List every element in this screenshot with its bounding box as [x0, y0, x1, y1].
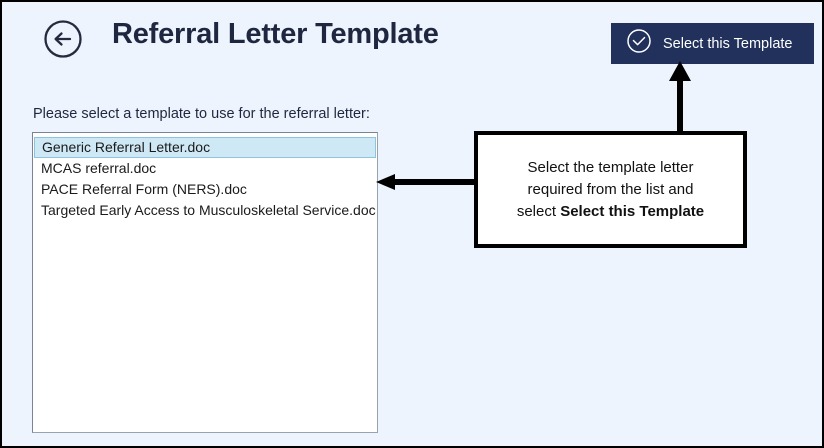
arrow-pointing-to-list — [376, 174, 475, 190]
arrow-pointing-to-select-button — [667, 61, 693, 133]
circle-arrow-left-icon — [43, 19, 83, 59]
select-this-template-button[interactable]: Select this Template — [611, 23, 814, 64]
back-button[interactable] — [43, 19, 83, 59]
list-item[interactable]: PACE Referral Form (NERS).doc — [41, 181, 247, 197]
check-circle-icon — [626, 28, 652, 59]
template-listbox[interactable]: Generic Referral Letter.doc MCAS referra… — [32, 132, 378, 433]
page-title: Referral Letter Template — [112, 18, 439, 50]
callout-line-1: Select the template letter — [527, 158, 694, 176]
callout-line-2: required from the list and — [527, 180, 694, 198]
list-item[interactable]: MCAS referral.doc — [41, 160, 157, 176]
annotation-callout-text: Select the template letter required from… — [507, 157, 714, 223]
select-this-template-label: Select this Template — [663, 35, 793, 52]
callout-line-3-bold: Select this Template — [560, 202, 705, 220]
annotation-callout-box: Select the template letter required from… — [474, 131, 747, 248]
list-item[interactable]: Targeted Early Access to Musculoskeletal… — [41, 202, 376, 218]
callout-line-3-prefix: select — [516, 202, 561, 220]
instruction-text: Please select a template to use for the … — [33, 106, 370, 122]
list-item[interactable]: Generic Referral Letter.doc — [34, 137, 376, 158]
